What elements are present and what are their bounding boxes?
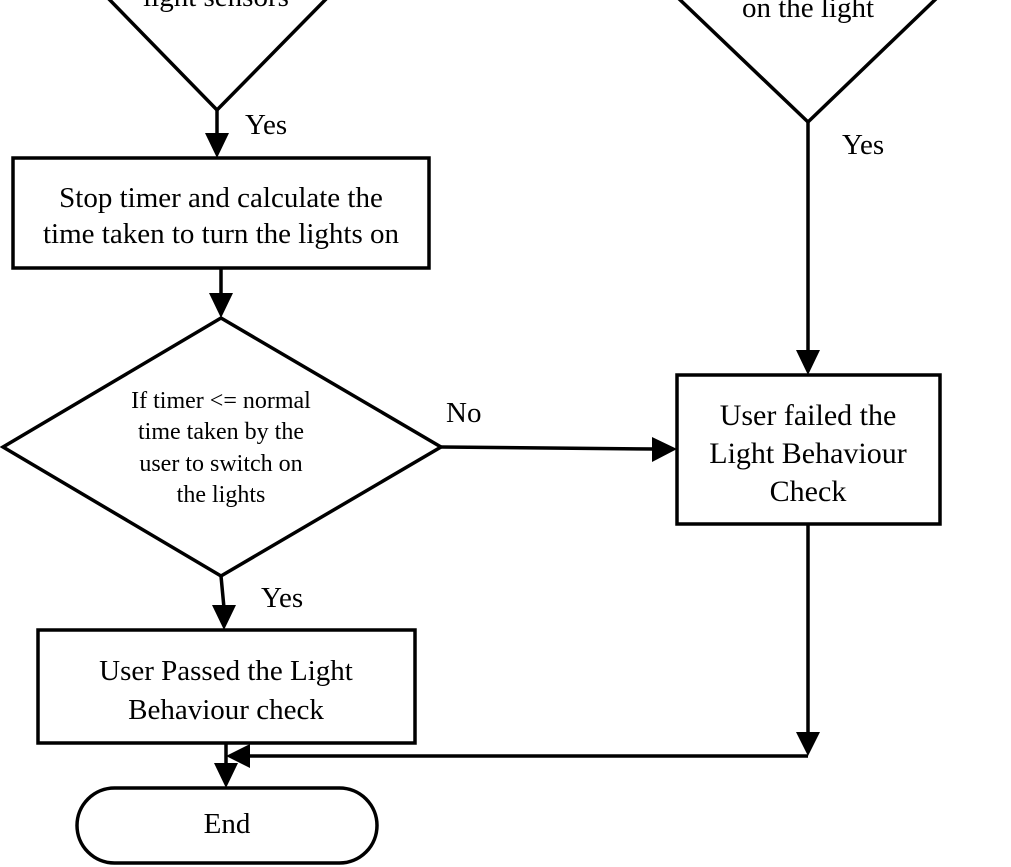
arrow-timer-no-to-failed <box>440 437 677 462</box>
edge-label-no-timer: No <box>446 397 481 429</box>
decision-switch-on-light: on the light <box>677 0 938 125</box>
terminal-end-shape <box>75 786 379 865</box>
process-stop-timer-line-1: Stop timer and calculate the <box>59 182 383 214</box>
arrowhead-icon <box>652 437 677 462</box>
arrowhead-icon <box>796 732 820 756</box>
decision-timer-line-1: If timer <= normal <box>131 388 311 414</box>
process-stop-timer-line-2: time taken to turn the lights on <box>43 218 400 250</box>
edge-label-yes-sensors: Yes <box>245 109 287 141</box>
arrowhead-icon <box>212 605 236 630</box>
decision-timer-line-3: user to switch on <box>139 451 302 477</box>
arrow-failed-down <box>226 524 820 768</box>
arrowhead-icon <box>214 763 238 788</box>
decision-light-sensors-shape <box>107 0 328 113</box>
arrowhead-icon <box>796 350 820 375</box>
process-user-failed-shape <box>675 373 942 526</box>
arrowhead-icon <box>209 293 233 318</box>
process-user-failed-line-2: Light Behaviour <box>709 437 906 470</box>
process-stop-timer-shape <box>11 156 431 270</box>
decision-timer-shape <box>0 315 445 579</box>
process-user-failed-line-1: User failed the <box>720 399 897 432</box>
arrow-sensors-to-stop-timer <box>205 110 229 158</box>
decision-light-sensors-line-1: light sensors <box>143 0 289 13</box>
arrowhead-icon <box>205 133 229 158</box>
terminal-end-label: End <box>204 808 251 840</box>
arrowhead-icon <box>226 744 250 768</box>
process-user-passed: User Passed the Light Behaviour check <box>36 628 417 745</box>
terminal-end: End <box>75 786 379 865</box>
arrow-stop-timer-to-decision <box>209 268 233 318</box>
process-user-passed-line-1: User Passed the Light <box>99 655 353 687</box>
process-user-passed-line-2: Behaviour check <box>128 694 324 726</box>
arrow-timer-yes-to-passed <box>212 575 236 630</box>
process-user-failed: User failed the Light Behaviour Check <box>675 373 942 526</box>
decision-timer-line-2: time taken by the <box>138 419 304 445</box>
edge-label-yes-right: Yes <box>842 129 884 161</box>
decision-light-sensors: light sensors <box>107 0 328 113</box>
arrow-passed-to-end <box>214 743 238 788</box>
decision-timer: If timer <= normal time taken by the use… <box>0 315 445 579</box>
decision-switch-on-light-line-1: on the light <box>742 0 874 24</box>
edge-label-yes-timer: Yes <box>261 582 303 614</box>
process-user-failed-line-3: Check <box>770 475 847 508</box>
decision-timer-line-4: the lights <box>177 482 266 508</box>
arrow-switch-on-to-failed <box>796 122 820 375</box>
process-stop-timer: Stop timer and calculate the time taken … <box>11 156 431 270</box>
decision-switch-on-light-shape <box>677 0 938 125</box>
